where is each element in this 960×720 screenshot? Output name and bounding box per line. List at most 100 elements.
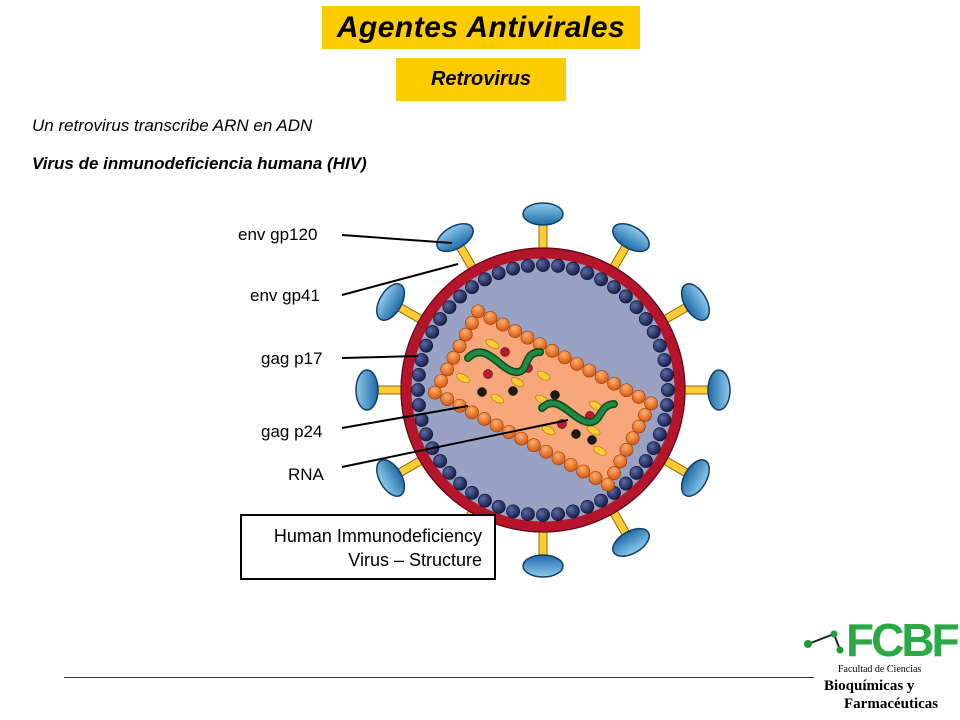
capsid-protein-1 bbox=[485, 339, 500, 349]
logo-line-3: Farmacéuticas bbox=[844, 696, 939, 712]
logo-atom-2 bbox=[830, 630, 838, 638]
matrix-bead-4 bbox=[652, 427, 667, 442]
capsid-bead-8 bbox=[465, 405, 479, 420]
matrix-bead-27 bbox=[411, 383, 425, 397]
virus-name: Virus de inmunodeficiencia humana (HIV) bbox=[32, 154, 367, 173]
matrix-bead-36 bbox=[478, 272, 492, 287]
matrix-bead-26 bbox=[412, 398, 426, 412]
capsid-bead-23 bbox=[607, 376, 621, 391]
matrix-bead-44 bbox=[594, 272, 608, 287]
capsid-bead-22 bbox=[551, 451, 566, 466]
logo-mark: FCBF bbox=[804, 614, 960, 666]
spike-head-2 bbox=[612, 223, 650, 253]
matrix-bead-8 bbox=[618, 476, 633, 491]
matrix-bead-7 bbox=[629, 465, 644, 480]
enzyme-dot-3 bbox=[483, 369, 493, 379]
slide-subtitle: Retrovirus bbox=[396, 58, 566, 101]
capsid-bead-18 bbox=[526, 438, 541, 453]
matrix-bead-50 bbox=[652, 338, 667, 353]
matrix-bead-45 bbox=[607, 280, 621, 295]
spike-head-4 bbox=[707, 369, 731, 411]
label-gag-p24: gag p24 bbox=[261, 422, 322, 441]
matrix-bead-19 bbox=[465, 485, 479, 500]
matrix-bead-22 bbox=[433, 454, 448, 468]
slide-subtitle-text: Retrovirus bbox=[430, 68, 532, 90]
matrix-bead-16 bbox=[506, 504, 520, 519]
spike-head-3 bbox=[680, 283, 710, 321]
matrix-bead-30 bbox=[419, 338, 434, 353]
capsid-protein-10 bbox=[510, 377, 525, 387]
capsid-protein-6 bbox=[593, 446, 607, 456]
matrix-bead-34 bbox=[453, 289, 468, 304]
matrix-bead-5 bbox=[646, 441, 661, 455]
label-env-gp120: env gp120 bbox=[238, 225, 317, 244]
matrix-bead-18 bbox=[478, 493, 492, 508]
enzyme-dot-10 bbox=[477, 387, 487, 397]
matrix-bead-31 bbox=[425, 325, 440, 339]
matrix-bead-32 bbox=[433, 312, 448, 326]
matrix-bead-6 bbox=[638, 454, 653, 468]
spike-head-7 bbox=[522, 554, 564, 578]
matrix-bead-28 bbox=[412, 368, 426, 382]
matrix-bead-35 bbox=[465, 280, 479, 295]
label-gag-p17: gag p17 bbox=[261, 349, 322, 368]
diagram-caption: Human Immunodeficiency Virus – Structure bbox=[240, 514, 496, 580]
capsid-protein-4 bbox=[541, 425, 556, 436]
rna-strand-2 bbox=[539, 400, 617, 425]
matrix-bead-12 bbox=[566, 504, 580, 519]
matrix-bead-38 bbox=[506, 261, 520, 276]
capsid-bead-10 bbox=[477, 412, 492, 426]
matrix-bead-49 bbox=[646, 325, 661, 339]
enzyme-dot-8 bbox=[571, 429, 581, 439]
pointer-line-1 bbox=[341, 234, 453, 244]
pointer-line-2 bbox=[341, 263, 459, 296]
footer-divider bbox=[64, 677, 814, 678]
matrix-bead-52 bbox=[660, 368, 674, 382]
matrix-bead-41 bbox=[551, 259, 565, 273]
faculty-logo: FCBF Facultad de Ciencias Bioquímicas y … bbox=[800, 606, 960, 720]
caption-line-2: Virus – Structure bbox=[348, 550, 482, 570]
capsid-bead-13 bbox=[545, 343, 560, 358]
matrix-bead-37 bbox=[491, 266, 506, 281]
capsid-bead-24 bbox=[563, 458, 578, 472]
matrix-bead-47 bbox=[629, 300, 644, 315]
spike-head-9 bbox=[376, 459, 406, 497]
matrix-bead-11 bbox=[580, 499, 595, 514]
enzyme-dot-4 bbox=[508, 386, 518, 396]
capsid-bead-12 bbox=[489, 418, 504, 433]
enzyme-dot-5 bbox=[550, 390, 560, 400]
diagram-labels: env gp120 env gp41 gag p17 gag p24 RNA bbox=[238, 225, 325, 484]
capsid-bead-17 bbox=[570, 357, 584, 371]
slide-title: Agentes Antivirales bbox=[322, 6, 640, 49]
matrix-bead-2 bbox=[660, 398, 674, 412]
rna-strand-1 bbox=[465, 349, 543, 375]
matrix-bead-10 bbox=[594, 493, 608, 508]
enzyme-dot-9 bbox=[587, 435, 597, 445]
capsid-bead-25 bbox=[619, 383, 634, 398]
matrix-bead-46 bbox=[618, 289, 633, 304]
matrix-bead-20 bbox=[453, 476, 468, 491]
matrix-bead-13 bbox=[551, 507, 565, 521]
label-rna: RNA bbox=[288, 465, 325, 484]
pointer-line-5 bbox=[341, 419, 569, 468]
matrix-bead-29 bbox=[414, 353, 429, 367]
capsid-bead-3 bbox=[483, 311, 498, 325]
spike-head-11 bbox=[376, 283, 406, 321]
matrix-bead-15 bbox=[521, 507, 535, 521]
logo-atom-1 bbox=[804, 640, 812, 648]
capsid-bead-19 bbox=[582, 363, 597, 378]
matrix-bead-1 bbox=[661, 383, 675, 397]
capsid-bead-41 bbox=[434, 374, 448, 388]
pointer-line-4 bbox=[341, 405, 469, 429]
rna-strands bbox=[464, 348, 618, 427]
capsid-bead-42 bbox=[607, 466, 621, 480]
spike-head-1 bbox=[522, 202, 564, 226]
logo-atom-3 bbox=[836, 646, 844, 654]
logo-molecule-bond bbox=[807, 633, 835, 645]
capsid-bead-4 bbox=[440, 392, 455, 407]
spike-head-5 bbox=[680, 459, 710, 497]
capsid-protein-2 bbox=[490, 393, 505, 404]
matrix-bead-42 bbox=[566, 261, 580, 276]
capsid-bead-9 bbox=[520, 330, 535, 345]
enzyme-dot-1 bbox=[500, 347, 510, 357]
